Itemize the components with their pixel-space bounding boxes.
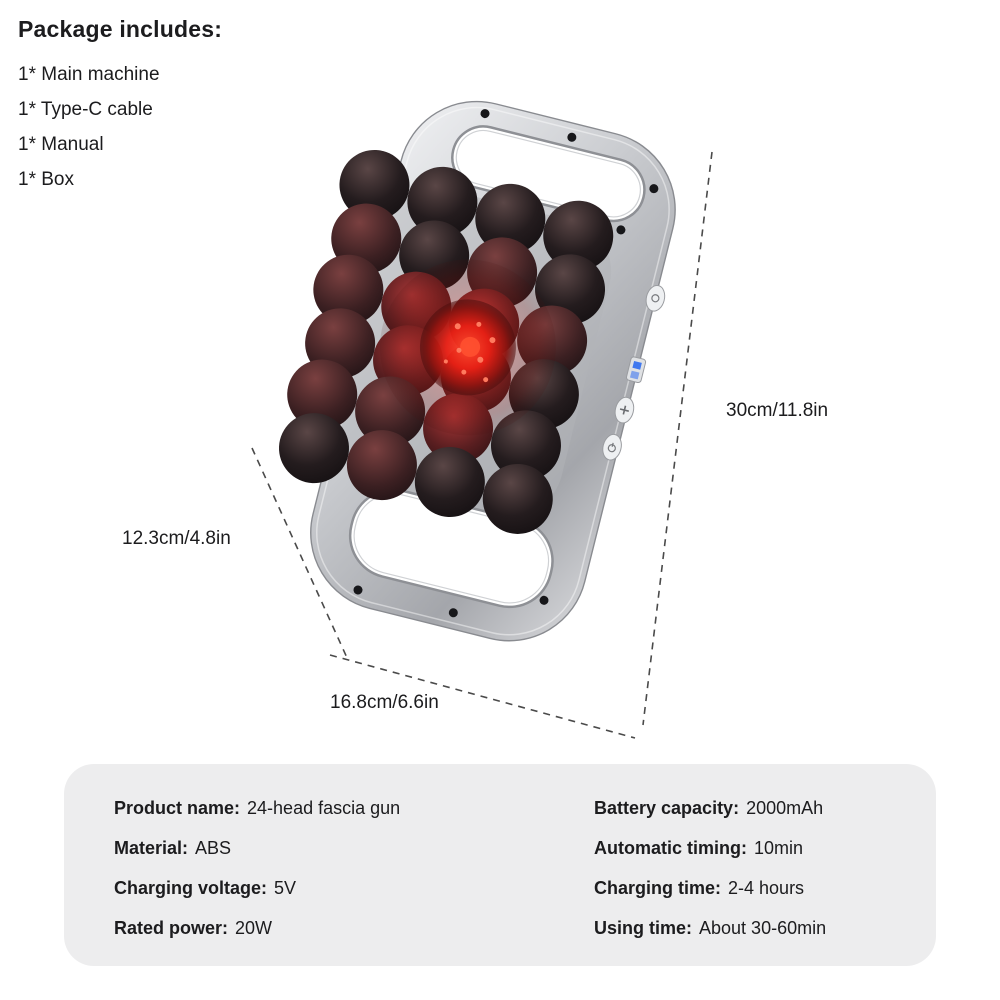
- spec-value: 2-4 hours: [728, 878, 805, 898]
- led-glow: [379, 259, 556, 436]
- spec-label: Charging time:: [594, 878, 722, 898]
- dimension-line-width: [329, 654, 636, 739]
- spec-row: Material: ABS: [114, 828, 594, 868]
- spec-label: Battery capacity:: [594, 798, 740, 818]
- package-title: Package includes:: [18, 16, 223, 42]
- spec-value: 10min: [754, 838, 804, 858]
- power-button-icon: [645, 284, 666, 312]
- package-item: 1* Type-C cable: [18, 99, 153, 120]
- product-photo: [251, 100, 713, 739]
- spec-column-right: Battery capacity: 2000mAh Automatic timin…: [594, 788, 826, 966]
- spec-label: Automatic timing:: [594, 838, 747, 858]
- dimension-label-depth: 12.3cm/4.8in: [122, 528, 231, 549]
- dimension-label-width: 16.8cm/6.6in: [330, 692, 439, 713]
- spec-card: Product name: 24-head fascia gun Material…: [64, 764, 936, 966]
- spec-column-left: Product name: 24-head fascia gun Material…: [114, 788, 594, 966]
- dimension-line-height: [642, 151, 713, 726]
- fascia-gun-device: [278, 100, 676, 642]
- spec-value: 20W: [235, 918, 273, 938]
- spec-value: 24-head fascia gun: [247, 798, 401, 818]
- spec-label: Product name:: [114, 798, 241, 818]
- package-item: 1* Manual: [18, 134, 104, 155]
- spec-value: 2000mAh: [746, 798, 824, 818]
- spec-label: Rated power:: [114, 918, 229, 938]
- spec-value: ABS: [195, 838, 232, 858]
- spec-row: Using time: About 30-60min: [594, 908, 826, 948]
- spec-row: Charging voltage: 5V: [114, 868, 594, 908]
- screw-dots: [353, 109, 659, 618]
- spec-label: Using time:: [594, 918, 693, 938]
- dimension-label-height: 30cm/11.8in: [726, 400, 829, 421]
- spec-row: Product name: 24-head fascia gun: [114, 788, 594, 828]
- spec-label: Material:: [114, 838, 189, 858]
- spec-label: Charging voltage:: [114, 878, 268, 898]
- package-item: 1* Box: [18, 169, 74, 190]
- mode-button-icon: [602, 433, 622, 461]
- side-controls: [602, 284, 666, 461]
- spec-row: Battery capacity: 2000mAh: [594, 788, 826, 828]
- spec-value: About 30-60min: [699, 918, 827, 938]
- spec-value: 5V: [274, 878, 297, 898]
- package-list: Package includes: 1* Main machine 1* Typ…: [18, 16, 222, 197]
- spec-row: Charging time: 2-4 hours: [594, 868, 826, 908]
- package-item: 1* Main machine: [18, 64, 160, 85]
- spec-row: Automatic timing: 10min: [594, 828, 826, 868]
- spec-row: Rated power: 20W: [114, 908, 594, 948]
